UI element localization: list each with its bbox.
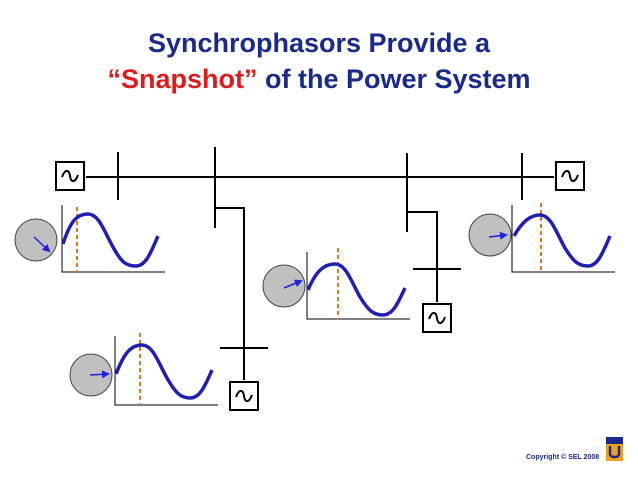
plot-axes xyxy=(61,205,165,273)
generator-icon xyxy=(229,381,259,411)
phasor-arrow-icon xyxy=(33,236,51,253)
phasor-disc-icon xyxy=(14,218,58,262)
phasor-measurement-2 xyxy=(69,333,218,406)
phasor-arrow-icon xyxy=(283,279,303,289)
phasor-measurement-3 xyxy=(262,248,410,320)
phasor-disc-icon xyxy=(262,264,306,308)
snapshot-word: “Snapshot” xyxy=(107,64,258,94)
phasor-measurement-4 xyxy=(468,203,615,273)
plot-axes xyxy=(306,252,410,320)
branch-line-left xyxy=(215,207,245,380)
generator-icon xyxy=(555,161,585,191)
phasor-arrow-icon xyxy=(488,231,508,240)
sel-logo-icon xyxy=(606,437,623,461)
title-line-2-rest: of the Power System xyxy=(257,64,531,94)
title-line-1: Synchrophasors Provide a xyxy=(147,28,491,58)
waveform xyxy=(512,213,612,268)
waveform xyxy=(61,212,160,268)
phasor-arrow-icon xyxy=(89,370,110,379)
title-line-2: “Snapshot” of the Power System xyxy=(0,62,638,96)
generator-icon xyxy=(55,161,85,191)
copyright-text: Copyright © SEL 2008 xyxy=(526,454,600,461)
waveform xyxy=(306,262,407,317)
generator-icon xyxy=(422,303,452,333)
plot-axes xyxy=(511,205,615,273)
plot-axes xyxy=(114,336,218,406)
transmission-network xyxy=(86,147,554,380)
branch-line-right xyxy=(407,211,438,302)
phasor-disc-icon xyxy=(468,213,512,257)
waveform xyxy=(114,343,214,400)
phasor-measurement-1 xyxy=(14,205,165,273)
